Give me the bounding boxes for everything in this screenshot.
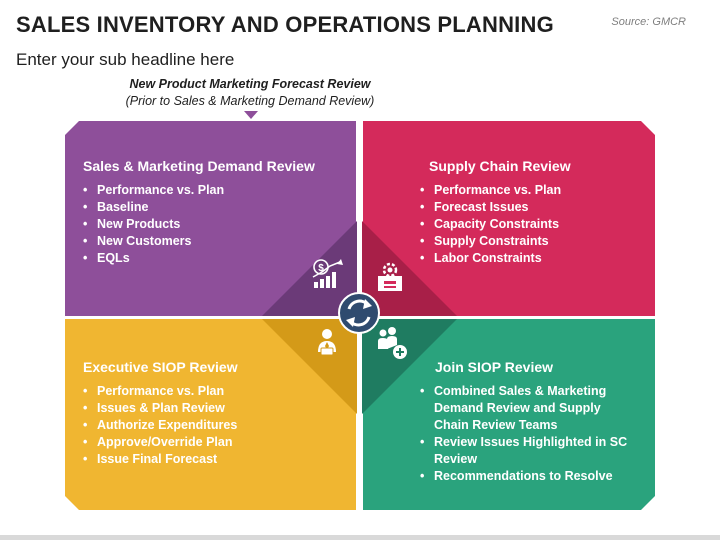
sub-headline: Enter your sub headline here [16, 50, 235, 69]
quadrant-bottom-right-list: Combined Sales & Marketing Demand Review… [420, 383, 635, 485]
team-add-icon [378, 327, 407, 359]
list-item: Recommendations to Resolve [420, 468, 635, 485]
list-item: Issues & Plan Review [83, 400, 323, 417]
quadrant-top-right-title: Supply Chain Review [429, 158, 571, 174]
quadrant-top-left-list: Performance vs. PlanBaselineNew Products… [83, 182, 323, 267]
list-item: Combined Sales & Marketing Demand Review… [420, 383, 635, 434]
list-item: Performance vs. Plan [83, 383, 323, 400]
list-item: Performance vs. Plan [83, 182, 323, 199]
quadrant-bottom-left-title: Executive SIOP Review [83, 359, 238, 375]
center-triangle-bottom-left [262, 319, 357, 414]
refresh-cycle-icon [338, 292, 380, 334]
forecast-review-note: New Product Marketing Forecast Review [129, 77, 371, 91]
list-item: Supply Constraints [420, 233, 640, 250]
source-label: Source: GMCR [611, 16, 686, 28]
list-item: Authorize Expenditures [83, 417, 323, 434]
quadrant-top-right-list: Performance vs. PlanForecast IssuesCapac… [420, 182, 640, 267]
list-item: Review Issues Highlighted in SC Review [420, 434, 635, 468]
list-item: Performance vs. Plan [420, 182, 640, 199]
list-item: Forecast Issues [420, 199, 640, 216]
list-item: New Products [83, 216, 323, 233]
list-item: EQLs [83, 250, 323, 267]
quadrant-top-left-title: Sales & Marketing Demand Review [83, 158, 315, 174]
center-triangle-top-left [262, 221, 357, 316]
executive-person-icon [318, 329, 336, 356]
list-item: Approve/Override Plan [83, 434, 323, 451]
list-item: Baseline [83, 199, 323, 216]
svg-text:$: $ [318, 263, 324, 274]
down-arrow-icon [244, 111, 258, 119]
bottom-bar [0, 535, 720, 540]
center-triangle-top-right [362, 221, 457, 316]
list-item: Issue Final Forecast [83, 451, 323, 468]
list-item: Labor Constraints [420, 250, 640, 267]
list-item: Capacity Constraints [420, 216, 640, 233]
page-title: SALES INVENTORY AND OPERATIONS PLANNING [16, 12, 554, 37]
supply-chain-box-gear-icon [378, 262, 402, 291]
quadrant-bottom-left-list: Performance vs. PlanIssues & Plan Review… [83, 383, 323, 468]
quadrant-bottom-right-title: Join SIOP Review [435, 359, 554, 375]
list-item: New Customers [83, 233, 323, 250]
forecast-review-note-sub: (Prior to Sales & Marketing Demand Revie… [125, 94, 375, 108]
